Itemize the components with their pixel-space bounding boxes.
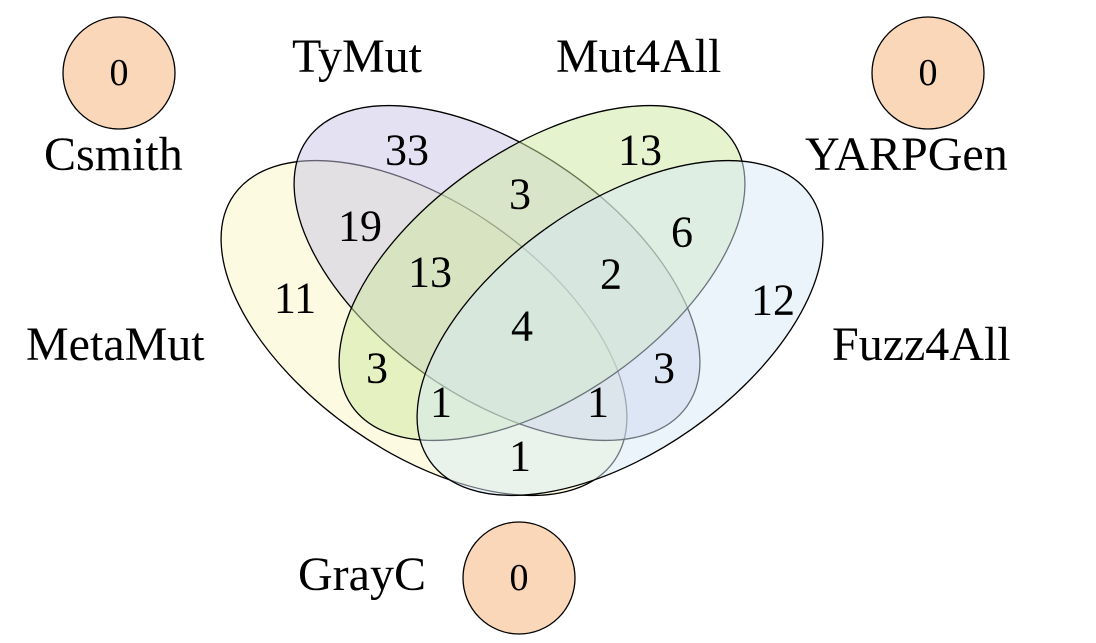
count-metamut-mut4all-fuzz4all: 1 xyxy=(430,378,452,427)
count-fuzz4all-only: 12 xyxy=(751,276,795,325)
yarpgen-label: YARPGen xyxy=(805,128,1008,181)
grayc-label: GrayC xyxy=(298,548,426,601)
count-metamut-tymut-mut4all: 13 xyxy=(408,248,452,297)
count-metamut-fuzz4all: 1 xyxy=(509,432,531,481)
count-tymut-only: 33 xyxy=(385,126,429,175)
count-metamut-mut4all: 3 xyxy=(366,344,388,393)
count-all-four: 4 xyxy=(511,302,533,351)
csmith-circle xyxy=(62,16,176,130)
csmith-label: Csmith xyxy=(44,128,183,181)
set-label-tymut: TyMut xyxy=(292,30,423,83)
count-metamut-only: 11 xyxy=(274,274,316,323)
count-tymut-mut4all-fuzz4all: 2 xyxy=(600,250,622,299)
count-metamut-tymut: 19 xyxy=(338,202,382,251)
set-label-mut4all: Mut4All xyxy=(556,30,721,83)
yarpgen-circle xyxy=(871,16,985,130)
csmith-count: 0 xyxy=(110,52,129,94)
count-tymut-mut4all: 3 xyxy=(509,170,531,219)
count-metamut-tymut-fuzz4all: 1 xyxy=(587,378,609,427)
count-mut4all-only: 13 xyxy=(618,126,662,175)
fuzz4all-ellipse xyxy=(416,159,824,497)
grayc-circle xyxy=(462,521,576,635)
count-tymut-fuzz4all: 3 xyxy=(653,344,675,393)
set-label-fuzz4all: Fuzz4All xyxy=(832,318,1011,371)
set-label-metamut: MetaMut xyxy=(26,318,205,371)
grayc-count: 0 xyxy=(510,557,529,599)
yarpgen-count: 0 xyxy=(919,52,938,94)
count-mut4all-fuzz4all: 6 xyxy=(671,208,693,257)
